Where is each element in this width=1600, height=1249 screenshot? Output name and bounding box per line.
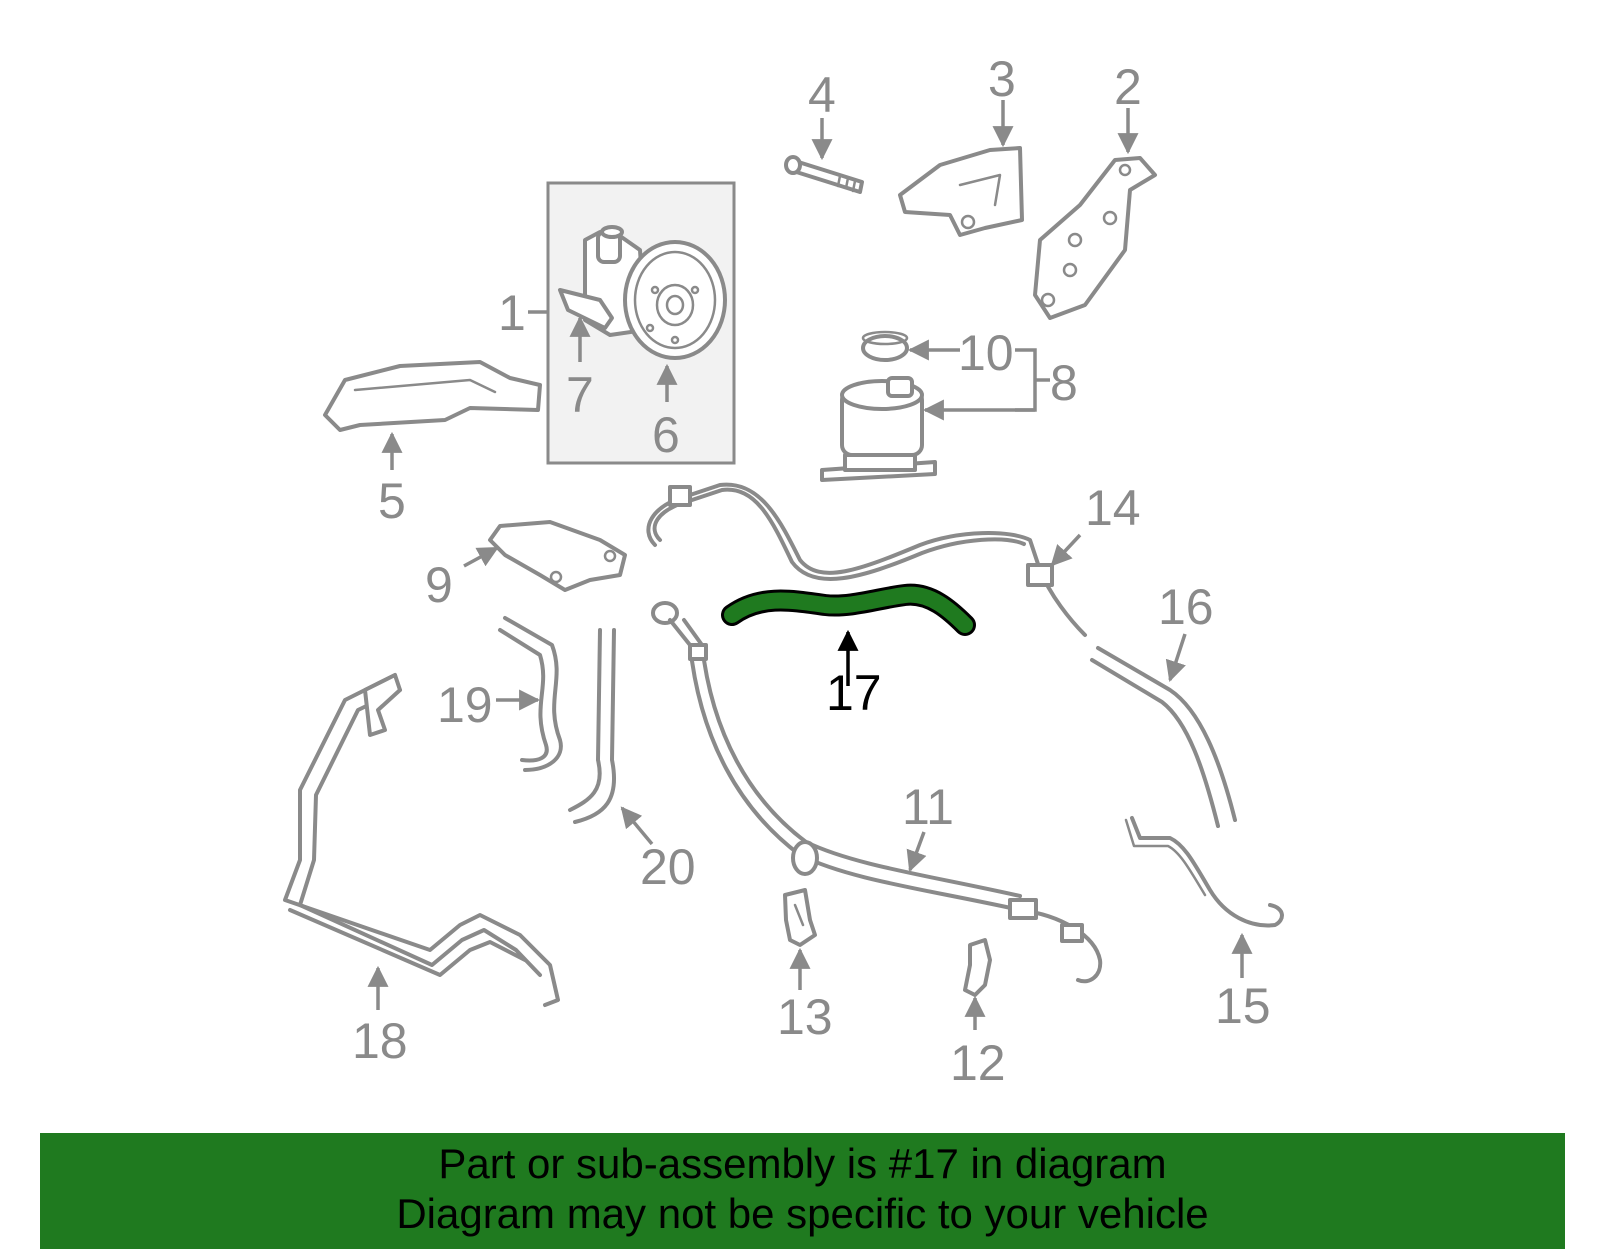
callout-16: 16 (1158, 579, 1214, 635)
part-13-clamp (783, 888, 817, 947)
part-2-bracket (1033, 156, 1157, 320)
callout-15: 15 (1215, 978, 1271, 1034)
callout-10: 10 (958, 325, 1014, 381)
parts-diagram: 1 7 6 4 3 2 10 (283, 51, 1284, 1091)
callout-7: 7 (566, 367, 594, 423)
part-3-bracket (898, 146, 1024, 237)
callout-14: 14 (1085, 480, 1141, 536)
part-12-clip (963, 938, 992, 997)
info-banner: Part or sub-assembly is #17 in diagram D… (40, 1133, 1565, 1249)
callout-18: 18 (352, 1013, 408, 1069)
part-1-pump-assembly (546, 181, 736, 465)
part-11-hose (651, 601, 1103, 984)
callout-1: 1 (498, 285, 526, 341)
part-9-bracket (488, 520, 627, 592)
part-20-hose (568, 628, 617, 824)
callout-8: 8 (1050, 355, 1078, 411)
part-18-cooler-pipe (283, 673, 560, 1007)
callout-19: 19 (437, 677, 493, 733)
callout-17: 17 (826, 665, 882, 721)
banner-line-disclaimer: Diagram may not be specific to your vehi… (396, 1190, 1209, 1237)
part-10-cap (861, 330, 909, 362)
banner-line-part-number: Part or sub-assembly is #17 in diagram (438, 1140, 1167, 1187)
callout-11: 11 (902, 779, 954, 835)
part-4-bolt (784, 155, 864, 194)
part-16-hose (1090, 646, 1237, 828)
part-5-shield (323, 360, 542, 432)
part-19-hose (498, 616, 563, 772)
callout-9: 9 (425, 557, 453, 613)
callout-6: 6 (652, 407, 680, 463)
part-8-reservoir (820, 376, 937, 482)
callout-20: 20 (640, 839, 696, 895)
callout-3: 3 (988, 51, 1016, 107)
part-17-hose-highlighted (721, 583, 976, 636)
callout-12: 12 (950, 1035, 1006, 1091)
callout-5: 5 (378, 473, 406, 529)
part-15-tube (1124, 816, 1284, 928)
part-14-pipe (646, 482, 1087, 637)
callout-4: 4 (808, 67, 836, 123)
callout-2: 2 (1114, 59, 1142, 115)
callout-13: 13 (777, 989, 833, 1045)
